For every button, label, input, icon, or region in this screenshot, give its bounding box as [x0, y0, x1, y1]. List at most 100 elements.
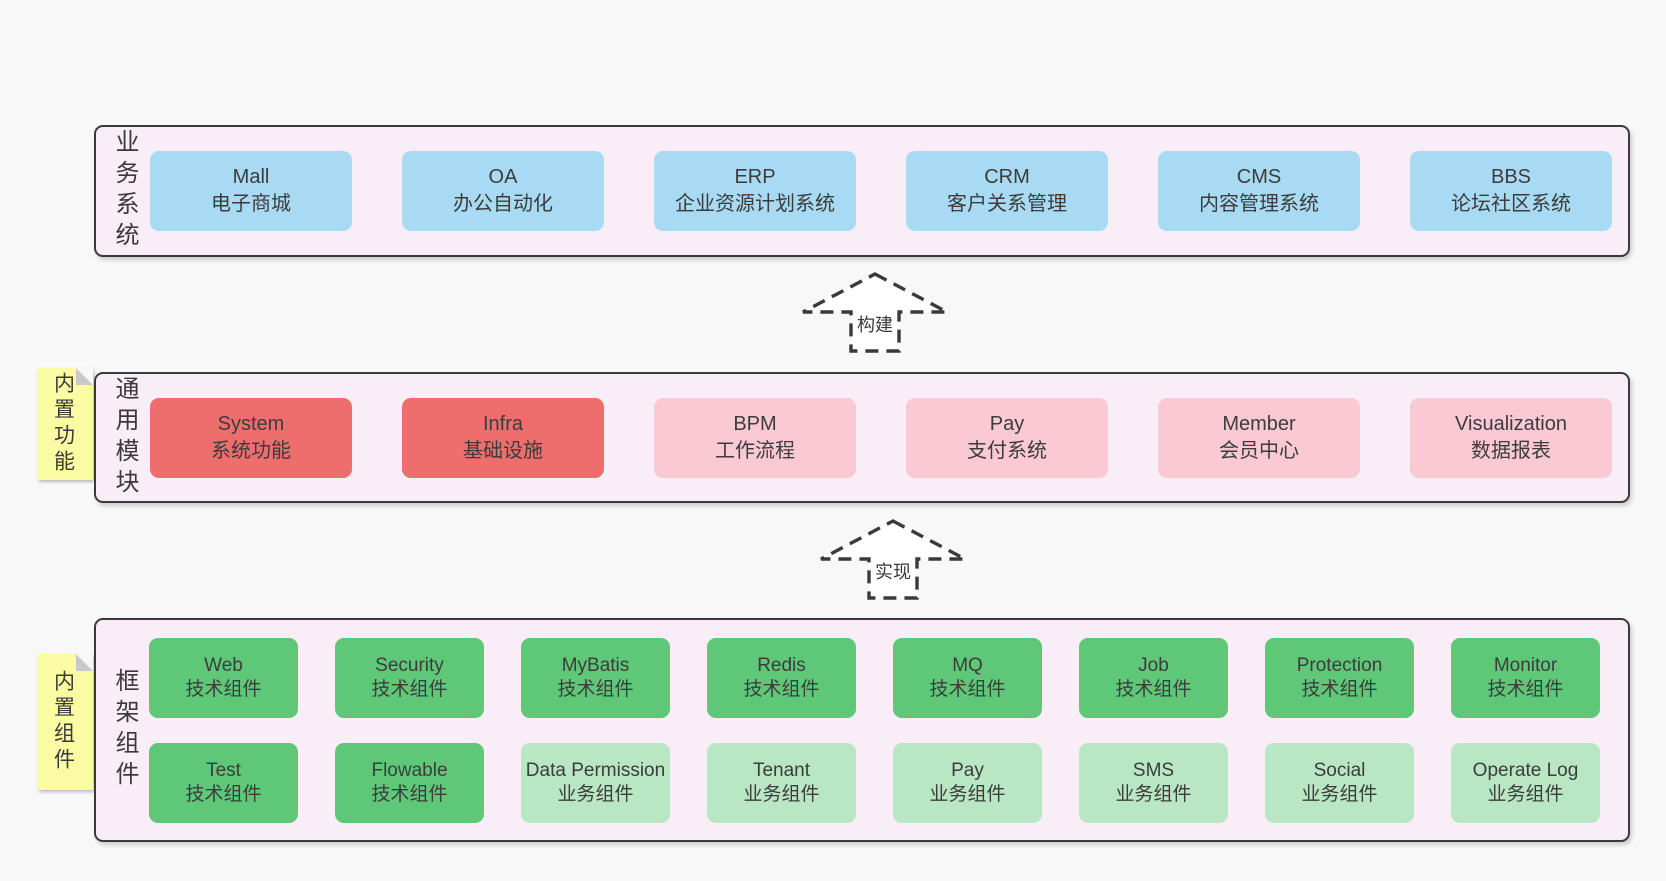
box-title: MQ	[952, 654, 983, 676]
box-title: Social	[1313, 759, 1366, 781]
box-subtitle: 数据报表	[1471, 439, 1551, 462]
sticky-note-built-in-components: 内置组件	[38, 654, 93, 790]
box-title: Redis	[757, 654, 806, 676]
band-business-systems: 业务系统 Mall 电子商城 OA 办公自动化 ERP 企业资源计划系统 CRM…	[94, 125, 1630, 257]
box-system: System 系统功能	[150, 397, 352, 478]
box-bpm: BPM 工作流程	[654, 397, 856, 478]
framework-row-1: Web 技术组件 Security 技术组件 MyBatis 技术组件 Redi…	[149, 637, 1600, 718]
band-label-framework-components: 框架组件	[111, 668, 138, 792]
box-mq: MQ 技术组件	[893, 637, 1042, 718]
box-subtitle: 技术组件	[185, 678, 262, 700]
box-subtitle: 业务组件	[1487, 783, 1564, 805]
band-framework-components: 框架组件 Web 技术组件 Security 技术组件 MyBatis 技术组件…	[94, 618, 1630, 842]
box-title: OA	[488, 166, 518, 188]
box-title: Protection	[1296, 654, 1383, 676]
box-subtitle: 办公自动化	[453, 193, 553, 215]
box-subtitle: 业务组件	[743, 783, 820, 805]
box-monitor: Monitor 技术组件	[1451, 637, 1600, 718]
box-subtitle: 技术组件	[929, 678, 1006, 700]
box-title: Job	[1138, 654, 1169, 676]
box-subtitle: 技术组件	[371, 678, 448, 700]
box-visualization: Visualization 数据报表	[1410, 397, 1612, 478]
box-subtitle: 工作流程	[715, 439, 795, 462]
box-subtitle: 技术组件	[557, 678, 634, 700]
box-erp: ERP 企业资源计划系统	[654, 151, 856, 231]
box-title: Security	[375, 654, 444, 676]
box-title: Pay	[989, 412, 1025, 435]
box-social: Social 业务组件	[1265, 742, 1414, 823]
box-subtitle: 电子商城	[211, 193, 291, 215]
box-tenant: Tenant 业务组件	[707, 742, 856, 823]
box-title: Flowable	[371, 759, 448, 781]
common-module-boxes: System 系统功能 Infra 基础设施 BPM 工作流程 Pay 支付系统…	[150, 397, 1612, 478]
box-title: ERP	[734, 166, 776, 188]
box-title: Visualization	[1455, 412, 1567, 435]
box-title: SMS	[1132, 759, 1175, 781]
box-subtitle: 基础设施	[463, 439, 543, 462]
box-test: Test 技术组件	[149, 742, 298, 823]
box-infra: Infra 基础设施	[402, 397, 604, 478]
box-mall: Mall 电子商城	[150, 151, 352, 231]
box-subtitle: 技术组件	[1115, 678, 1192, 700]
box-flowable: Flowable 技术组件	[335, 742, 484, 823]
arrow-build: 构建	[795, 271, 955, 355]
box-title: BBS	[1490, 166, 1532, 188]
box-mybatis: MyBatis 技术组件	[521, 637, 670, 718]
box-title: Pay	[951, 759, 984, 781]
box-subtitle: 系统功能	[211, 439, 291, 462]
box-job: Job 技术组件	[1079, 637, 1228, 718]
box-oa: OA 办公自动化	[402, 151, 604, 231]
box-redis: Redis 技术组件	[707, 637, 856, 718]
box-subtitle: 论坛社区系统	[1451, 193, 1571, 215]
sticky-note-built-in-features: 内置功能	[38, 368, 93, 480]
box-subtitle: 客户关系管理	[947, 193, 1067, 215]
box-subtitle: 会员中心	[1219, 439, 1299, 462]
band-label-common-modules: 通用模块	[111, 375, 138, 500]
band-label-business-systems: 业务系统	[111, 129, 138, 253]
arrow-build-label: 构建	[854, 311, 896, 337]
framework-component-grid: Web 技术组件 Security 技术组件 MyBatis 技术组件 Redi…	[149, 637, 1600, 823]
box-subtitle: 支付系统	[967, 439, 1047, 462]
box-subtitle: 技术组件	[371, 783, 448, 805]
box-pay-module: Pay 支付系统	[906, 397, 1108, 478]
box-member: Member 会员中心	[1158, 397, 1360, 478]
box-subtitle: 业务组件	[1115, 783, 1192, 805]
framework-row-2: Test 技术组件 Flowable 技术组件 Data Permission …	[149, 742, 1600, 823]
box-title: Web	[204, 654, 243, 676]
box-title: CMS	[1236, 166, 1282, 188]
box-title: Member	[1222, 412, 1296, 435]
box-subtitle: 业务组件	[557, 783, 634, 805]
box-pay-component: Pay 业务组件	[893, 742, 1042, 823]
box-security: Security 技术组件	[335, 637, 484, 718]
box-subtitle: 技术组件	[1487, 678, 1564, 700]
box-operate-log: Operate Log 业务组件	[1451, 742, 1600, 823]
box-title: Operate Log	[1472, 759, 1579, 781]
box-subtitle: 业务组件	[929, 783, 1006, 805]
box-web: Web 技术组件	[149, 637, 298, 718]
box-protection: Protection 技术组件	[1265, 637, 1414, 718]
box-data-permission: Data Permission 业务组件	[521, 742, 670, 823]
box-title: Tenant	[752, 759, 811, 781]
box-title: Test	[206, 759, 241, 781]
box-cms: CMS 内容管理系统	[1158, 151, 1360, 231]
box-title: BPM	[733, 412, 777, 435]
box-subtitle: 业务组件	[1301, 783, 1378, 805]
box-crm: CRM 客户关系管理	[906, 151, 1108, 231]
business-boxes: Mall 电子商城 OA 办公自动化 ERP 企业资源计划系统 CRM 客户关系…	[150, 151, 1612, 231]
box-title: Mall	[232, 166, 270, 188]
box-title: Monitor	[1493, 654, 1558, 676]
band-common-modules: 通用模块 System 系统功能 Infra 基础设施 BPM 工作流程 Pay…	[94, 372, 1630, 503]
box-sms: SMS 业务组件	[1079, 742, 1228, 823]
box-title: System	[217, 412, 285, 435]
box-subtitle: 技术组件	[743, 678, 820, 700]
box-subtitle: 内容管理系统	[1199, 193, 1319, 215]
box-title: Infra	[482, 412, 524, 435]
box-bbs: BBS 论坛社区系统	[1410, 151, 1612, 231]
box-title: CRM	[984, 166, 1030, 188]
arrow-implement-label: 实现	[872, 558, 914, 584]
box-title: MyBatis	[561, 654, 630, 676]
arrow-implement: 实现	[813, 518, 973, 602]
box-subtitle: 企业资源计划系统	[675, 193, 835, 215]
sticky-note-label: 内置组件	[51, 670, 75, 774]
